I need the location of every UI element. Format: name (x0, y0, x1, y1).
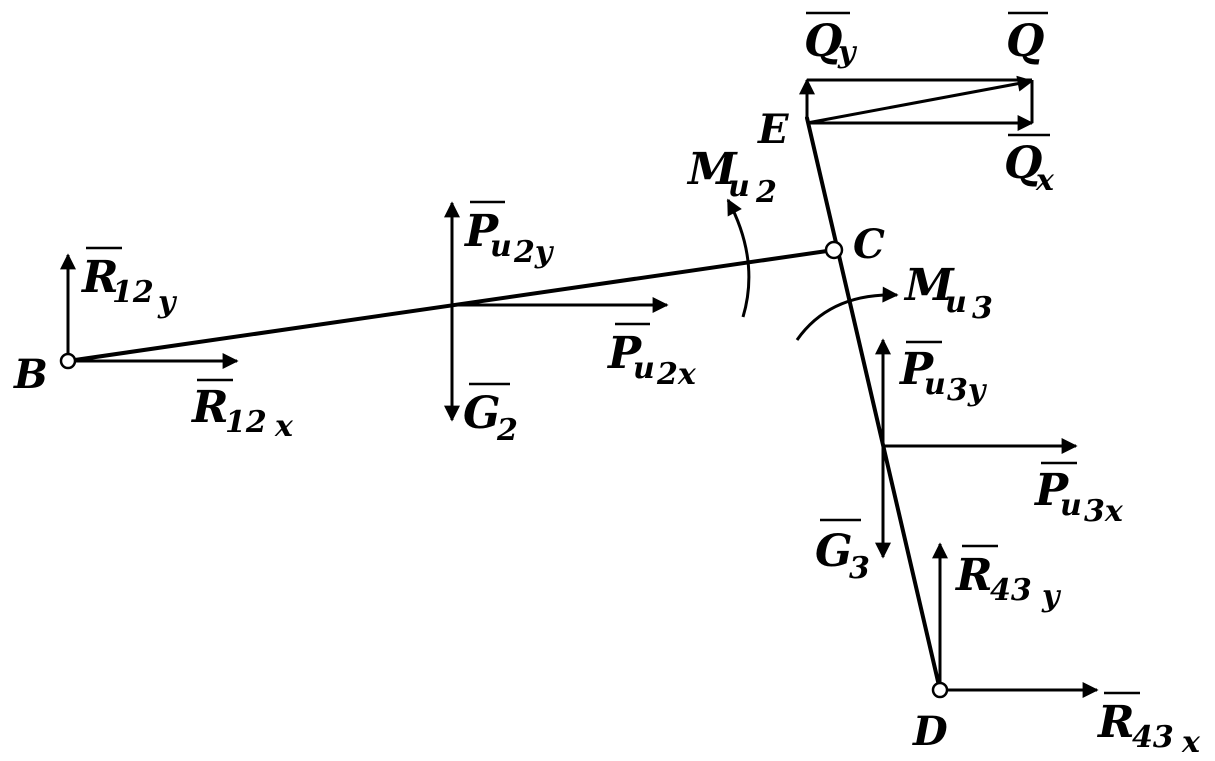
svg-text:43: 43 (1132, 720, 1174, 755)
svg-text:u: u (633, 351, 655, 386)
svg-text:R: R (190, 382, 229, 433)
point-label-b: B (13, 351, 48, 398)
svg-text:y: y (1041, 579, 1062, 614)
svg-text:P: P (1033, 465, 1070, 516)
mu3-arrow (795, 286, 899, 341)
svg-text:3: 3 (849, 551, 870, 586)
svg-text:u: u (728, 169, 750, 204)
label-pu3x: P u 3x (1033, 461, 1124, 529)
label-pu2y: P u 2y (463, 200, 555, 270)
label-mu3: M u 3 (903, 260, 993, 326)
svg-text:u: u (1060, 488, 1082, 523)
svg-text:M: M (686, 144, 738, 195)
svg-text:2y: 2y (513, 235, 555, 270)
svg-text:P: P (463, 206, 500, 257)
mu2-arrow (726, 198, 751, 318)
label-qy: Q y (804, 11, 858, 70)
label-g3: G 3 (815, 518, 870, 586)
svg-text:y: y (157, 285, 178, 320)
svg-text:y: y (837, 35, 858, 70)
svg-text:3y: 3y (947, 373, 988, 408)
svg-text:43: 43 (990, 573, 1032, 608)
label-r12y: R 12 y (80, 246, 178, 320)
label-pu3y: P u 3y (898, 340, 988, 408)
label-pu2x: P u 2x (606, 322, 697, 392)
svg-text:x: x (1181, 725, 1201, 760)
q-arrow (806, 75, 1034, 125)
svg-text:u: u (945, 285, 967, 320)
label-qx: Q x (1004, 133, 1055, 198)
svg-text:12: 12 (112, 275, 154, 310)
joint-c (824, 240, 844, 260)
svg-text:R: R (80, 252, 119, 303)
link-ed (805, 116, 942, 692)
point-label-e: E (757, 106, 789, 153)
svg-text:u: u (490, 229, 512, 264)
joint-b (59, 352, 77, 370)
svg-text:2: 2 (496, 413, 518, 448)
label-r12x: R 12 x (190, 378, 294, 444)
label-r43y: R 43 y (954, 544, 1062, 614)
svg-text:G: G (463, 388, 501, 439)
joint-d (931, 681, 949, 699)
label-q: Q (1006, 11, 1048, 67)
svg-text:R: R (954, 550, 993, 601)
svg-text:M: M (903, 260, 955, 311)
svg-text:Q: Q (804, 16, 842, 67)
svg-text:R: R (1096, 697, 1135, 748)
svg-text:2x: 2x (656, 357, 697, 392)
svg-text:x: x (1035, 163, 1055, 198)
svg-text:12: 12 (225, 405, 267, 440)
label-g2: G 2 (463, 382, 518, 448)
svg-text:P: P (606, 328, 643, 379)
svg-text:Q: Q (1006, 16, 1044, 67)
svg-text:3x: 3x (1084, 494, 1124, 529)
label-r43x: R 43 x (1096, 691, 1201, 760)
label-mu2: M u 2 (686, 144, 777, 210)
svg-text:x: x (274, 409, 294, 444)
svg-text:2: 2 (755, 175, 777, 210)
svg-text:G: G (815, 526, 853, 577)
svg-text:P: P (898, 344, 935, 395)
svg-text:u: u (924, 367, 946, 402)
point-label-d: D (912, 708, 948, 755)
point-label-c: C (853, 221, 885, 268)
svg-text:Q: Q (1004, 138, 1042, 189)
svg-text:3: 3 (972, 291, 993, 326)
